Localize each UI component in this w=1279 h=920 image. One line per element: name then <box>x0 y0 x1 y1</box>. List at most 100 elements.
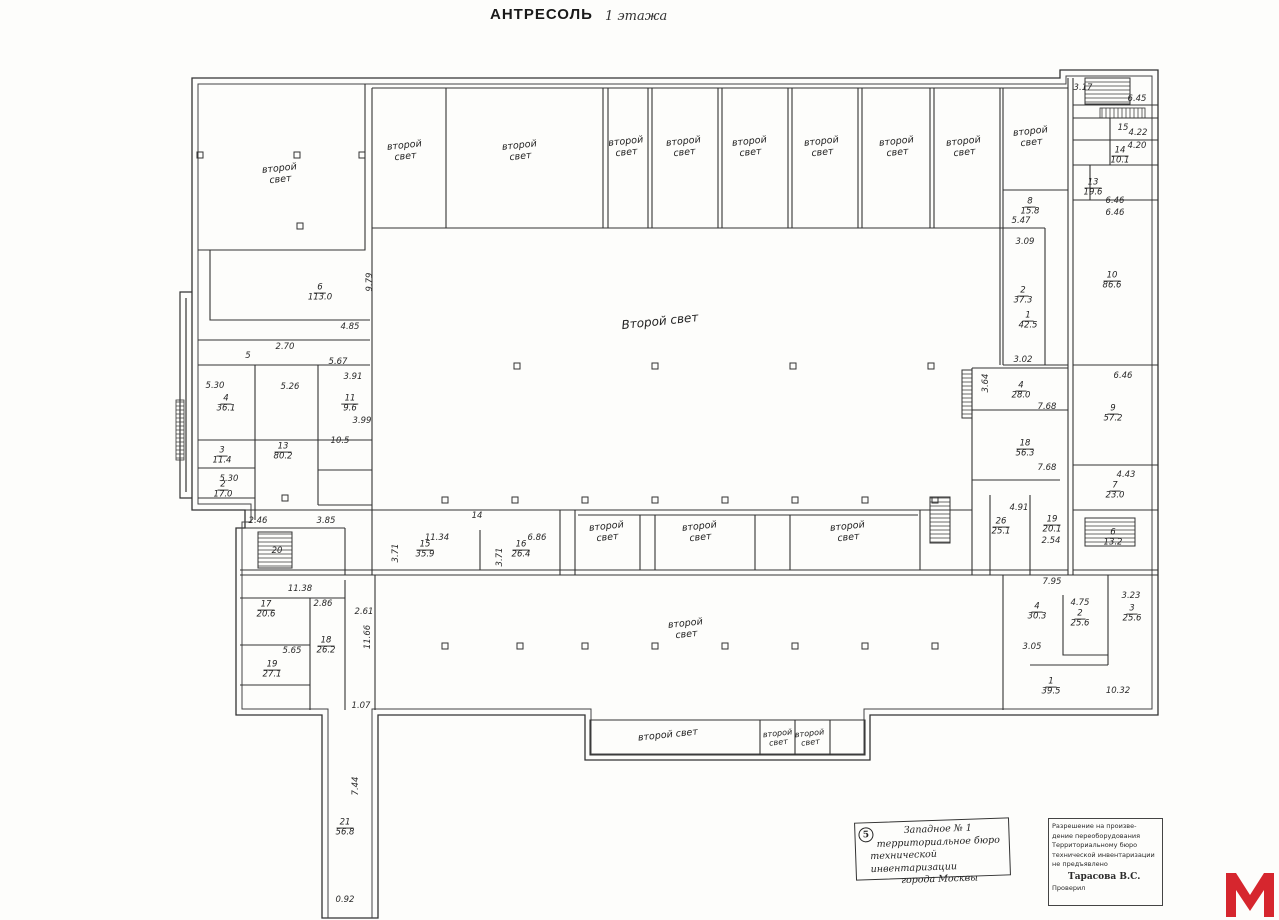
second-light-label: второй свет <box>731 134 768 160</box>
room-area: 25.1 <box>991 526 1011 537</box>
plan-title-handwritten: 1 этажа <box>605 9 668 24</box>
dimension-label: 4.91 <box>1009 502 1029 513</box>
dimension-label: 2.46 <box>248 515 268 526</box>
dimension-label: 3.71 <box>390 543 401 563</box>
dimension-label: 7.95 <box>1042 576 1062 587</box>
dimension-label: 4.75 <box>1070 597 1090 608</box>
dimension-label: 3.64 <box>980 373 991 393</box>
column-marker <box>196 151 204 159</box>
room-area: 20.1 <box>1042 524 1062 535</box>
dimension-label: 2.61 <box>354 606 374 617</box>
room-number: 14 <box>1111 146 1129 157</box>
room-area: 113.0 <box>307 292 333 303</box>
room-area: 56.3 <box>1015 448 1035 459</box>
column-marker <box>651 362 659 370</box>
room-number: 13 <box>274 442 292 453</box>
dimension-label: 2.86 <box>313 598 333 609</box>
permission-stamp: Разрешение на произве- дение переоборудо… <box>1048 818 1163 906</box>
dimension-label: 7.44 <box>350 776 361 796</box>
second-light-label: второй свет <box>386 138 423 164</box>
column-marker <box>651 642 659 650</box>
column-marker <box>721 642 729 650</box>
column-marker <box>651 496 659 504</box>
dimension-label: 6.45 <box>1127 93 1147 104</box>
stamp-line: дение переоборудования <box>1052 831 1141 840</box>
dimension-label: 5.65 <box>282 645 302 656</box>
dimension-label: 4.85 <box>340 321 360 332</box>
room-number: 10 <box>1103 271 1121 282</box>
room-number: 1 <box>1045 677 1057 688</box>
second-light-label: второй свет <box>945 134 982 160</box>
dimension-label: 6.86 <box>527 532 547 543</box>
dimension-label: 3.91 <box>343 371 363 382</box>
dimension-label: 10.32 <box>1105 685 1131 696</box>
stamp-line: технической инвентаризации <box>1052 850 1155 859</box>
dimension-label: 11.34 <box>424 532 450 543</box>
room-area: 28.0 <box>1011 390 1031 401</box>
column-marker <box>516 642 524 650</box>
column-marker <box>513 362 521 370</box>
dimension-label: 3.23 <box>1121 590 1141 601</box>
dimension-label: 10.5 <box>330 435 350 446</box>
dimension-label: 3.99 <box>352 415 372 426</box>
dimension-label: 7.68 <box>1037 462 1057 473</box>
dimension-label: 7.68 <box>1037 401 1057 412</box>
room-number: 15 <box>416 540 434 551</box>
room-number: 6 <box>1107 528 1119 539</box>
room-area: 27.1 <box>262 669 282 680</box>
room-number: 13 <box>1084 178 1102 189</box>
dimension-label: 3.05 <box>1022 641 1042 652</box>
room-number: 18 <box>1016 439 1034 450</box>
room-area: 30.3 <box>1027 611 1047 622</box>
dimension-label: 2.70 <box>275 341 295 352</box>
dimension-label: 5.26 <box>280 381 300 392</box>
stair-right-lobby <box>961 369 973 419</box>
dimension-label: 5.67 <box>328 356 348 367</box>
logo-icon <box>1226 873 1274 917</box>
room-number: 21 <box>336 818 354 829</box>
dimension-label: 15 <box>1117 122 1129 133</box>
dimension-label: 5.30 <box>219 473 239 484</box>
dimension-label: 20 <box>271 545 283 556</box>
dimension-label: 11.38 <box>287 583 313 594</box>
second-light-label: второй свет <box>607 134 644 160</box>
room-area: 57.2 <box>1103 413 1123 424</box>
interior-walls-middle-band <box>240 495 1158 576</box>
dimension-label: 5.30 <box>205 380 225 391</box>
room-number: 2 <box>1074 609 1086 620</box>
column-marker <box>581 642 589 650</box>
dimension-label: 5.47 <box>1011 215 1031 226</box>
room-number: 19 <box>263 660 281 671</box>
room-number: 4 <box>1031 602 1043 613</box>
second-light-label: второй свет <box>878 134 915 160</box>
stamp-line: не предъявлено <box>1052 860 1108 868</box>
room-area: 23.0 <box>1105 490 1125 501</box>
second-light-label: второй свет <box>667 616 704 642</box>
room-area: 26.4 <box>511 549 531 560</box>
second-light-label: второй свет <box>681 519 718 545</box>
room-number: 3 <box>1126 604 1138 615</box>
second-light-label: второй свет <box>794 727 825 748</box>
stair-right <box>1084 517 1136 547</box>
room-area: 20.6 <box>256 609 276 620</box>
stamp-checked: Проверил <box>1052 884 1086 892</box>
room-area: 19.6 <box>1083 187 1103 198</box>
column-marker <box>791 496 799 504</box>
second-light-label: второй свет <box>1012 124 1049 150</box>
room-area: 42.5 <box>1018 320 1038 331</box>
